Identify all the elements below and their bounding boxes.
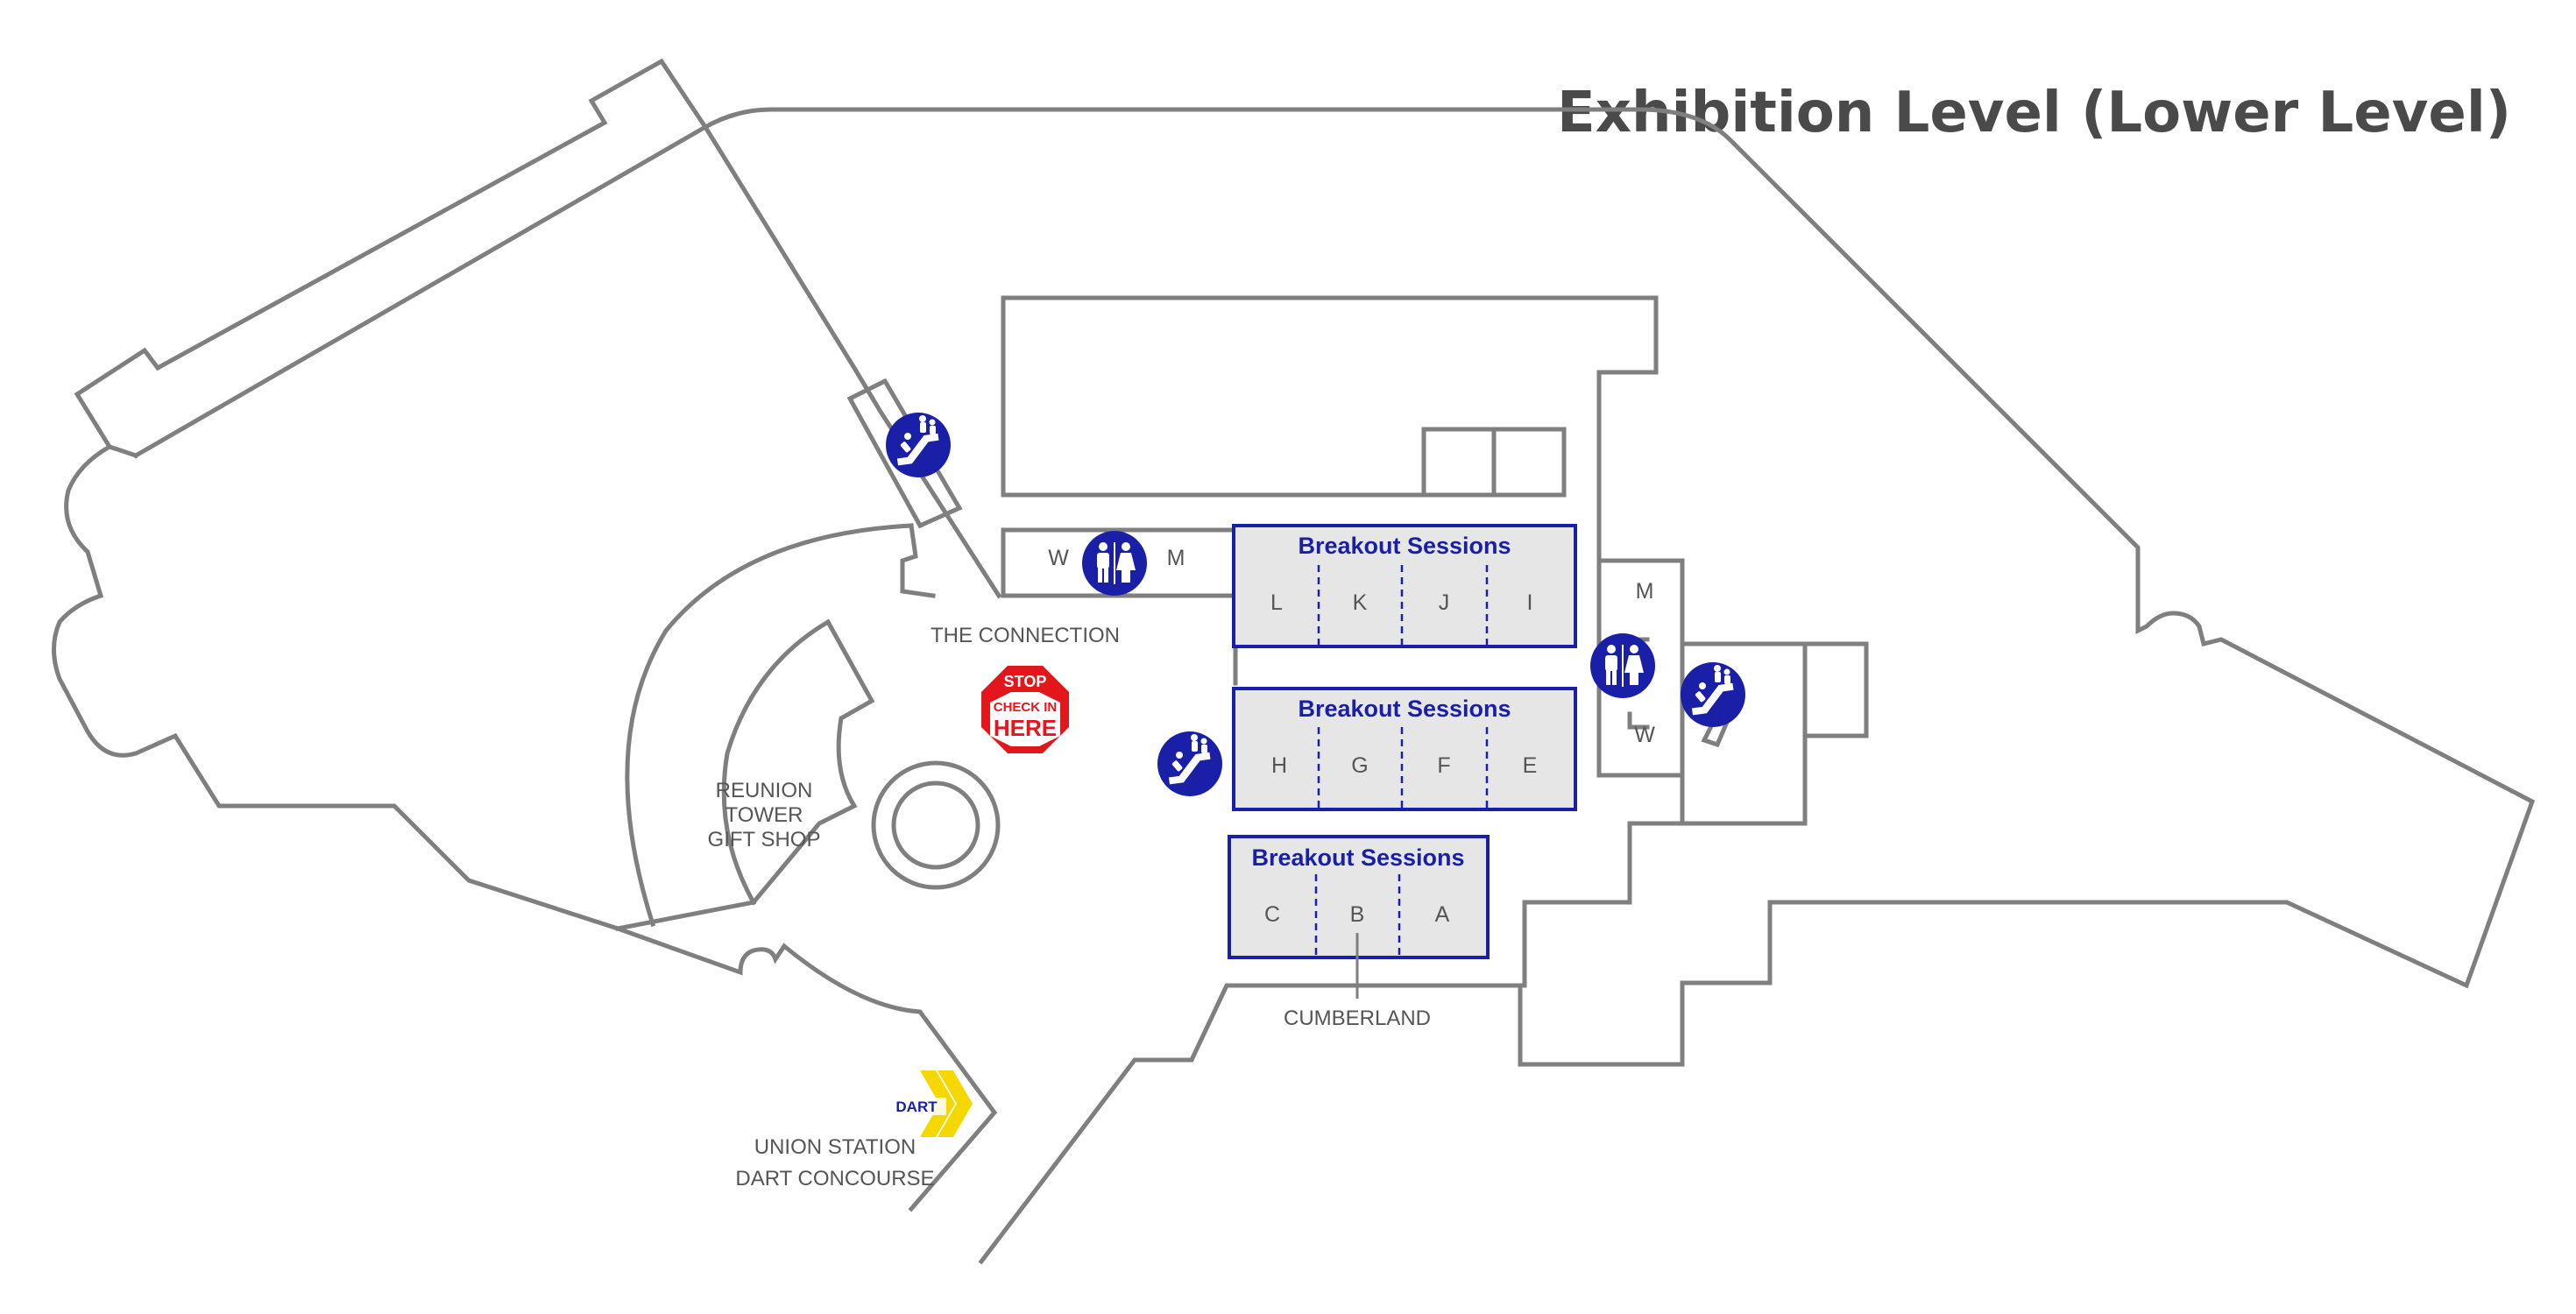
rotunda-outer xyxy=(871,760,1001,890)
room-f[interactable]: F xyxy=(1437,753,1450,778)
check-in-stop-sign-icon: STOP CHECK IN HERE xyxy=(981,666,1069,753)
room-b[interactable]: B xyxy=(1350,902,1365,927)
breakout-3-title: Breakout Sessions xyxy=(1251,844,1464,871)
escalator-icon xyxy=(1681,662,1745,727)
the-connection-label: THE CONNECTION xyxy=(931,624,1120,647)
upper-room-right xyxy=(1491,427,1567,498)
room-k[interactable]: K xyxy=(1353,590,1368,615)
restroom-icon xyxy=(1590,633,1655,698)
restroom-men-right: M xyxy=(1636,579,1654,604)
reunion-tower-building xyxy=(52,58,709,932)
room-a[interactable]: A xyxy=(1435,902,1450,927)
union-station-label-line2: DART CONCOURSE xyxy=(735,1167,934,1190)
rotunda-inner xyxy=(891,781,980,870)
map-title: Exhibition Level (Lower Level) xyxy=(1557,81,2511,145)
gift-shop-label-line3: GIFT SHOP xyxy=(708,828,821,851)
connection-corridor-wall xyxy=(702,124,1002,599)
breakout-1-title: Breakout Sessions xyxy=(1298,533,1511,559)
escalator-icon xyxy=(1157,731,1222,796)
stop-sign-line3: HERE xyxy=(994,715,1057,741)
breakout-block-2-frame xyxy=(1232,687,1577,811)
room-l[interactable]: L xyxy=(1270,590,1283,615)
room-j[interactable]: J xyxy=(1439,590,1450,615)
gift-shop-label-line2: TOWER xyxy=(725,803,803,827)
dart-logo-text: DART xyxy=(895,1099,938,1115)
room-g[interactable]: G xyxy=(1351,753,1368,778)
main-hall-outline xyxy=(702,107,2536,1265)
breakout-block-1-frame xyxy=(1232,524,1577,648)
room-c[interactable]: C xyxy=(1264,902,1280,927)
building-outline xyxy=(702,107,2536,1265)
gift-shop-label-line1: REUNION xyxy=(716,779,813,802)
upper-room-left xyxy=(1421,427,1497,498)
union-station-label-line1: UNION STATION xyxy=(754,1135,916,1159)
breakout-block-1[interactable]: Breakout Sessions L K J I xyxy=(1232,524,1577,648)
gift-shop-area xyxy=(614,523,1001,1212)
stop-sign-line1: STOP xyxy=(1004,673,1047,690)
room-e[interactable]: E xyxy=(1523,753,1538,778)
escalator-icon xyxy=(886,413,951,477)
restroom-women-left: W xyxy=(1048,546,1069,570)
restroom-women-right: W xyxy=(1634,723,1655,747)
breakout-block-2[interactable]: Breakout Sessions H G F E xyxy=(1232,687,1577,811)
restroom-men-left: M xyxy=(1167,546,1185,570)
cumberland-label: CUMBERLAND xyxy=(1284,1007,1431,1030)
room-h[interactable]: H xyxy=(1271,753,1287,778)
dart-logo-icon: DART xyxy=(887,1070,973,1137)
stop-sign-line2: CHECK IN xyxy=(994,700,1058,715)
restroom-icon xyxy=(1082,531,1147,596)
room-i[interactable]: I xyxy=(1527,590,1533,615)
connection-corridor-inner xyxy=(846,378,963,529)
breakout-2-title: Breakout Sessions xyxy=(1298,696,1511,722)
